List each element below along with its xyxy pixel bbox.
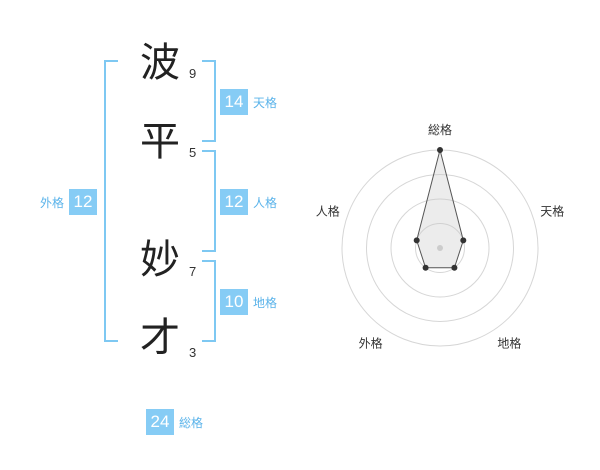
chikaku-label: 地格	[253, 295, 278, 310]
jinkaku-label: 人格	[253, 195, 278, 210]
tenkaku-bracket	[202, 60, 216, 142]
radar-axis-label-5: 人格	[316, 204, 340, 219]
jinkaku-bracket	[202, 150, 216, 252]
soukaku-label: 総格	[179, 415, 204, 430]
radar-point-4	[422, 264, 429, 271]
chikaku-bracket	[202, 260, 216, 342]
gaikaku-value: 12	[69, 189, 98, 215]
radar-ring-3	[366, 174, 514, 322]
radar-shape	[416, 149, 464, 269]
soukaku-badge: 24 総格	[146, 409, 203, 435]
stroke-count-3: 7	[189, 264, 197, 279]
radar-ring-2	[390, 198, 490, 298]
radar-point-5	[413, 237, 420, 244]
jinkaku-badge: 12 人格	[220, 189, 277, 215]
name-char-1: 波	[140, 40, 180, 86]
radar-axis-label-3: 地格	[497, 336, 521, 351]
gaikaku-badge: 外格 12	[40, 189, 98, 215]
chikaku-value: 10	[220, 289, 248, 315]
soukaku-value: 24	[146, 409, 174, 435]
radar-ring-1	[415, 223, 465, 273]
radar-point-1	[437, 147, 443, 153]
name-char-4: 才	[140, 315, 180, 361]
gaikaku-label: 外格	[40, 195, 65, 210]
radar-center-dot	[437, 245, 443, 251]
stroke-count-1: 9	[189, 66, 197, 81]
radar-point-2	[460, 237, 467, 244]
jinkaku-value: 12	[220, 189, 248, 215]
tenkaku-value: 14	[220, 89, 248, 115]
gaikaku-bracket	[104, 60, 118, 342]
stroke-count-2: 5	[189, 145, 197, 160]
radar-axis-label-4: 外格	[359, 336, 383, 351]
chikaku-badge: 10 地格	[220, 289, 277, 315]
name-char-3: 妙	[140, 237, 180, 283]
stroke-count-4: 3	[189, 345, 197, 360]
radar-axis-label-1: 総格	[428, 122, 452, 137]
name-char-2: 平	[140, 119, 180, 165]
radar-point-3	[451, 264, 458, 271]
tenkaku-badge: 14 天格	[220, 89, 277, 115]
tenkaku-label: 天格	[253, 95, 278, 110]
radar-axis-label-2: 天格	[540, 204, 564, 219]
radar-points	[413, 147, 467, 271]
